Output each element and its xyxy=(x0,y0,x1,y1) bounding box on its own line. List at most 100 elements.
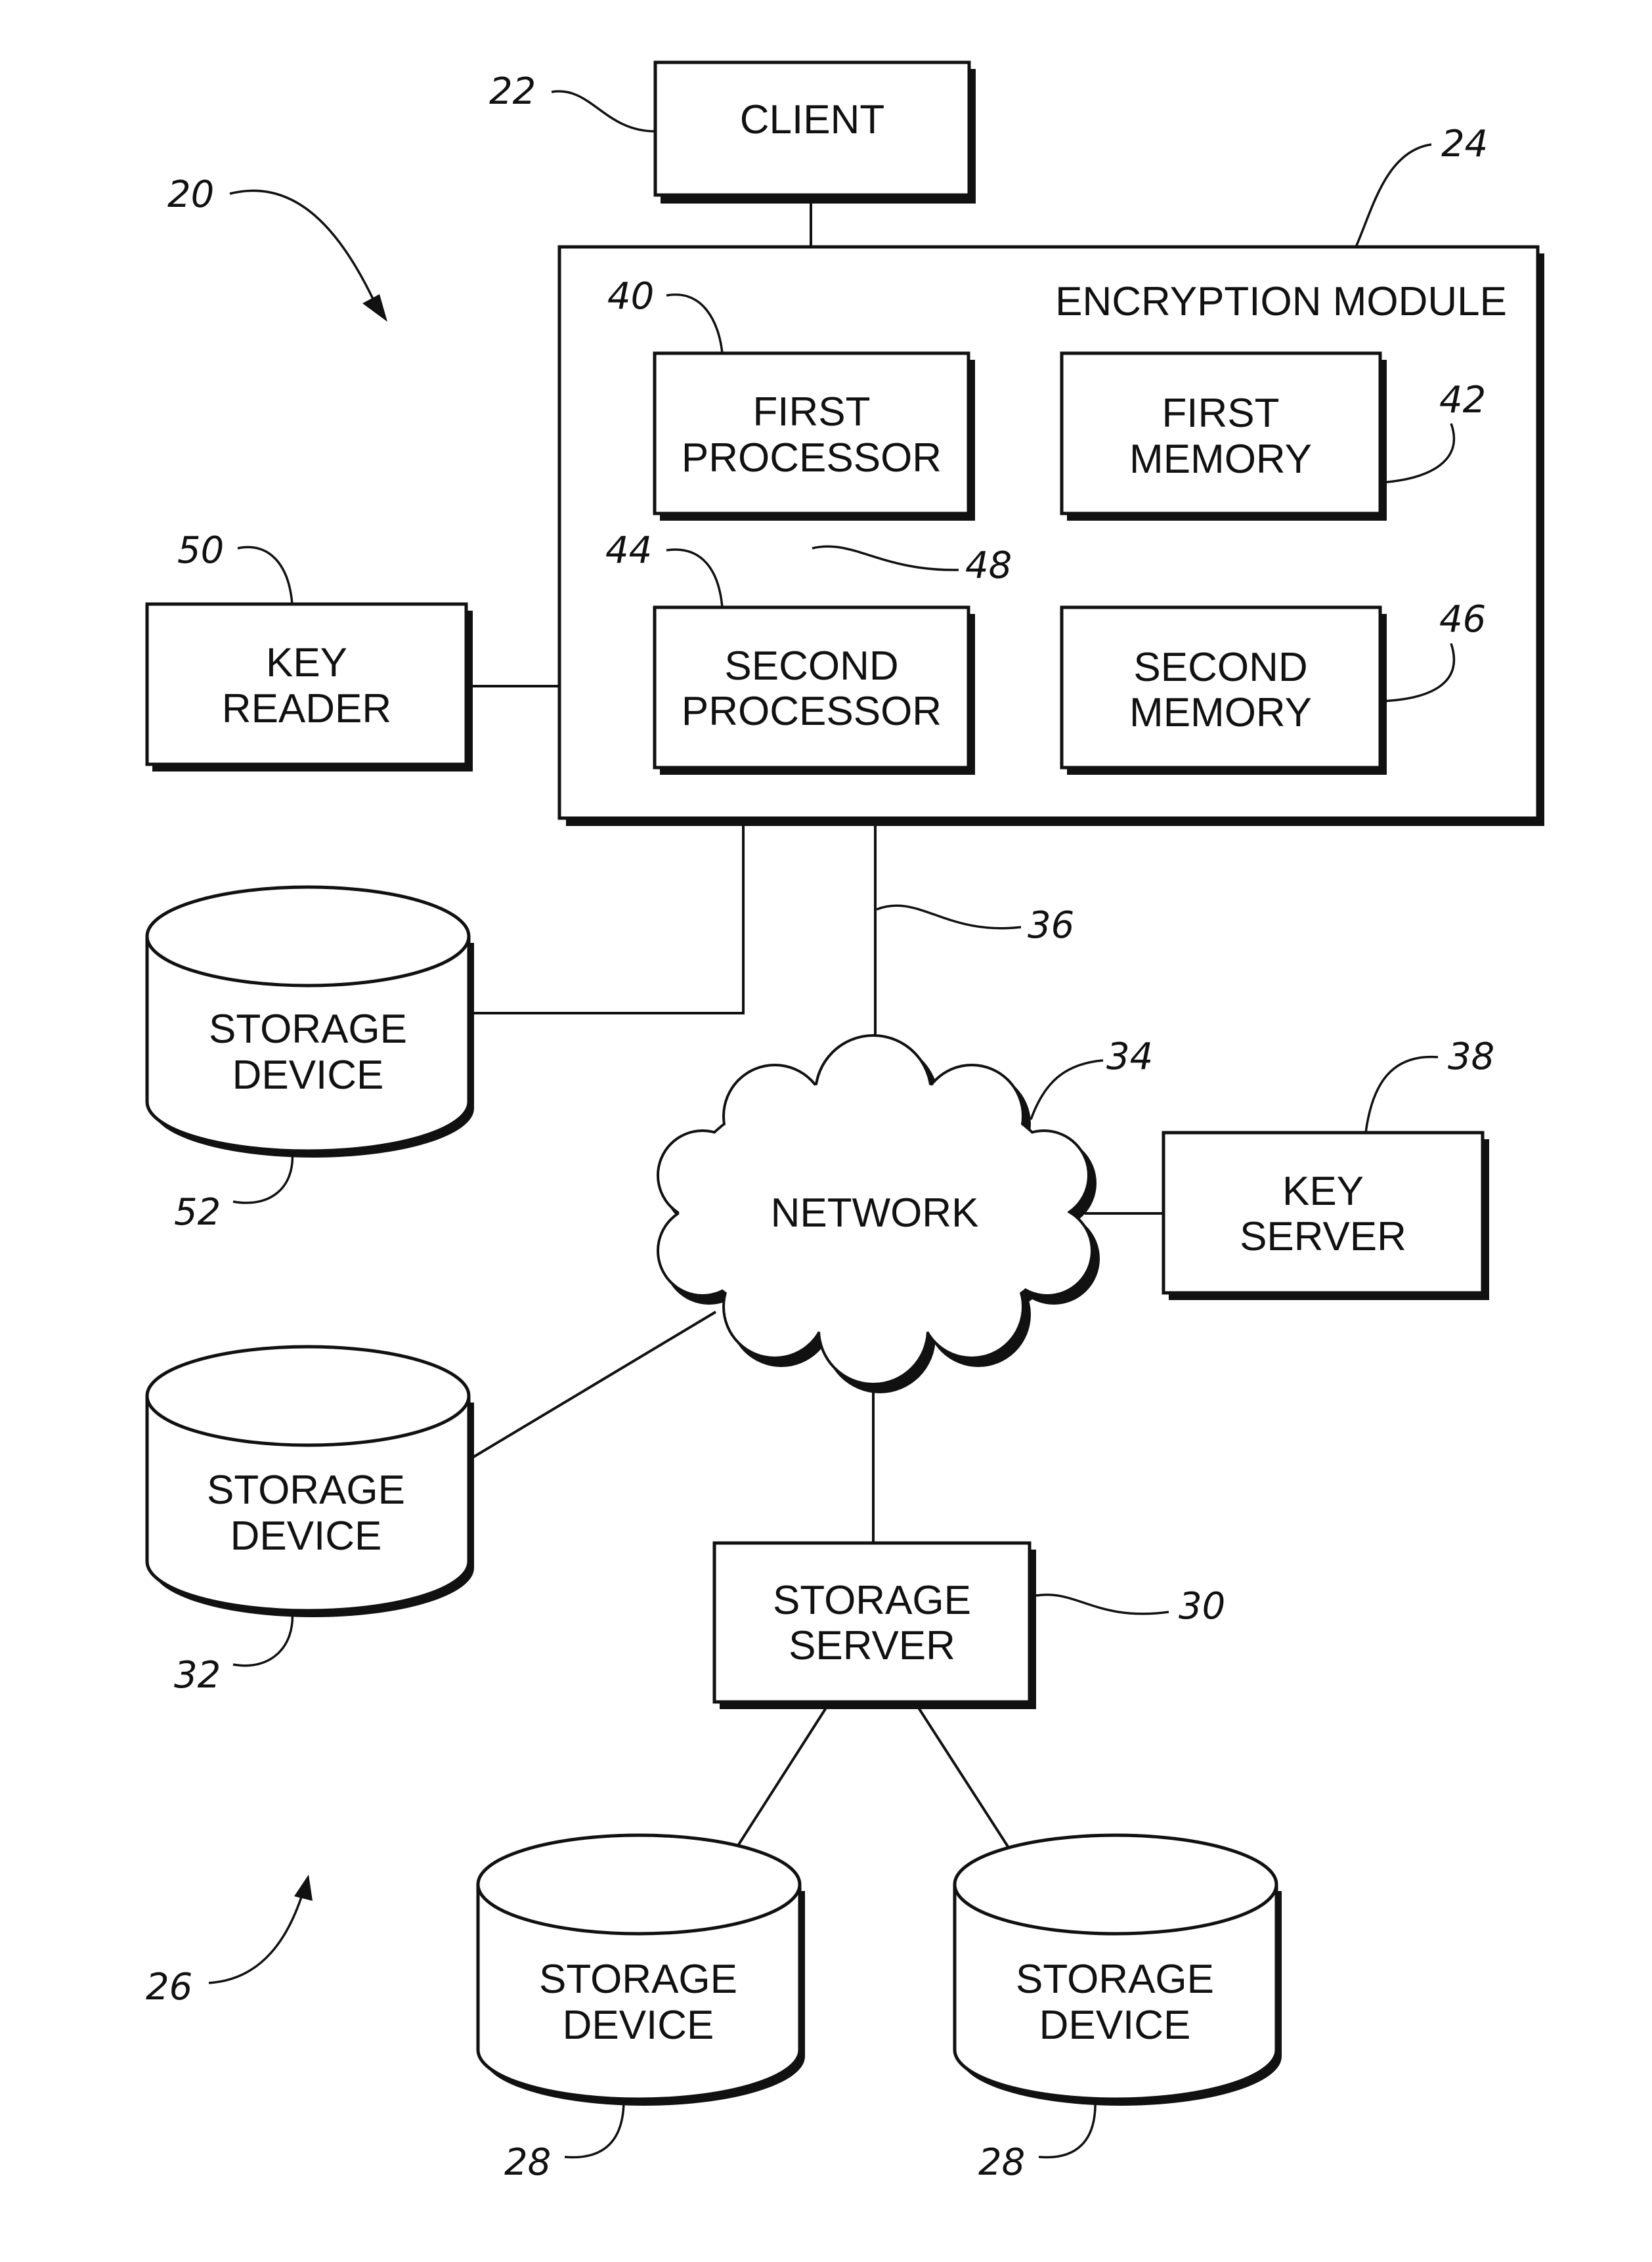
storage-server-label-line1: STORAGE xyxy=(773,1578,971,1623)
ref-36: 36 xyxy=(1028,904,1074,947)
storage-server-box: STORAGE SERVER xyxy=(712,1541,1036,1709)
storage-device-32-cylinder: STORAGE DEVICE xyxy=(145,1345,474,1617)
storage-device-32-label-line2: DEVICE xyxy=(230,1513,382,1559)
ref-42: 42 xyxy=(1439,379,1486,422)
ref-38-leader xyxy=(1364,1055,1439,1133)
key-reader-label-line1: KEY xyxy=(266,640,347,685)
storage-device-52-label-line1: STORAGE xyxy=(209,1007,407,1052)
key-server-label-line2: SERVER xyxy=(1240,1214,1406,1259)
storage-server-to-storage-device-28a-line xyxy=(733,1703,830,1853)
client-box: CLIENT xyxy=(653,60,976,204)
storage-server-label-line2: SERVER xyxy=(789,1623,955,1668)
second-processor-to-storage-device-52-line xyxy=(469,767,745,1014)
ref-26-arrow-line xyxy=(208,1890,305,1984)
ref-20-arrow-head xyxy=(362,294,387,322)
ref-34: 34 xyxy=(1106,1035,1153,1078)
first-memory-label-line2: MEMORY xyxy=(1129,437,1312,482)
ref-32-leader xyxy=(232,1609,294,1667)
ref-40: 40 xyxy=(607,275,654,318)
ref-26: 26 xyxy=(146,1966,192,2009)
key-server-label-line1: KEY xyxy=(1282,1169,1364,1214)
ref-30: 30 xyxy=(1179,1585,1225,1628)
ref-24: 24 xyxy=(1441,123,1488,165)
second-processor-label-line1: SECOND xyxy=(724,643,898,689)
ref-52-leader xyxy=(232,1150,294,1204)
svg-text:READER: READER xyxy=(222,686,391,731)
svg-text:SECOND: SECOND xyxy=(724,643,898,689)
storage-device-52-label-line2: DEVICE xyxy=(232,1053,384,1098)
storage-device-28a-cylinder: STORAGE DEVICE xyxy=(476,1833,805,2106)
ref-40-leader xyxy=(666,293,724,354)
svg-text:STORAGE: STORAGE xyxy=(773,1578,971,1623)
second-processor-label-line2: PROCESSOR xyxy=(682,689,942,734)
storage-device-28b-label-line1: STORAGE xyxy=(1016,1957,1214,2002)
ref-52: 52 xyxy=(174,1191,221,1234)
svg-text:FIRST: FIRST xyxy=(752,389,870,435)
svg-text:SECOND: SECOND xyxy=(1133,645,1307,690)
first-memory-box: FIRST MEMORY xyxy=(1060,351,1387,521)
ref-30-leader xyxy=(1035,1594,1169,1615)
key-server-box: KEY SERVER xyxy=(1162,1131,1489,1300)
ref-38: 38 xyxy=(1448,1035,1494,1078)
svg-text:MEMORY: MEMORY xyxy=(1129,690,1312,735)
ref-32: 32 xyxy=(174,1654,221,1697)
ref-20: 20 xyxy=(167,173,214,216)
ref-46: 46 xyxy=(1439,598,1486,641)
svg-text:STORAGE: STORAGE xyxy=(1016,1957,1214,2002)
svg-text:DEVICE: DEVICE xyxy=(1039,2003,1191,2048)
ref-50: 50 xyxy=(177,529,224,572)
ref-28b-leader xyxy=(1038,2099,1097,2159)
ref-48: 48 xyxy=(965,544,1012,587)
network-to-storage-device-32-line xyxy=(469,1311,717,1460)
storage-device-28b-label-line2: DEVICE xyxy=(1039,2003,1191,2048)
svg-text:STORAGE: STORAGE xyxy=(539,1957,737,2002)
storage-device-28a-label-line2: DEVICE xyxy=(563,2003,714,2048)
second-memory-label-line2: MEMORY xyxy=(1129,690,1312,735)
storage-device-52-cylinder: STORAGE DEVICE xyxy=(145,885,474,1158)
second-memory-box: SECOND MEMORY xyxy=(1060,605,1387,775)
svg-text:PROCESSOR: PROCESSOR xyxy=(682,689,942,734)
svg-text:MEMORY: MEMORY xyxy=(1129,437,1312,482)
first-processor-label-line1: FIRST xyxy=(752,389,870,435)
second-memory-label-line1: SECOND xyxy=(1133,645,1307,690)
svg-text:DEVICE: DEVICE xyxy=(230,1513,382,1559)
svg-text:FIRST: FIRST xyxy=(1162,391,1279,436)
storage-device-32-label-line1: STORAGE xyxy=(207,1468,405,1513)
second-processor-box: SECOND PROCESSOR xyxy=(653,605,975,775)
svg-text:KEY: KEY xyxy=(266,640,347,685)
network-label: NETWORK xyxy=(771,1190,979,1236)
key-reader-label-line2: READER xyxy=(222,686,391,731)
ref-22: 22 xyxy=(489,70,536,113)
network-cloud: NETWORK xyxy=(657,1034,1100,1393)
ref-44-leader xyxy=(666,548,724,608)
ref-26-arrow-head xyxy=(294,1875,313,1901)
encryption-module-label: ENCRYPTION MODULE xyxy=(1055,279,1507,324)
ref-28b: 28 xyxy=(978,2141,1025,2184)
ref-44: 44 xyxy=(605,529,652,572)
ref-22-leader xyxy=(551,90,656,133)
client-label: CLIENT xyxy=(740,97,884,142)
svg-text:KEY: KEY xyxy=(1282,1169,1364,1214)
svg-text:SERVER: SERVER xyxy=(1240,1214,1406,1259)
storage-device-28b-cylinder: STORAGE DEVICE xyxy=(953,1833,1282,2106)
ref-50-leader xyxy=(237,546,293,605)
ref-42-leader xyxy=(1380,423,1456,484)
ref-28a: 28 xyxy=(504,2141,551,2184)
ref-28a-leader xyxy=(564,2099,625,2159)
ref-24-leader xyxy=(1355,143,1432,248)
svg-text:PROCESSOR: PROCESSOR xyxy=(682,435,942,481)
svg-text:STORAGE: STORAGE xyxy=(209,1007,407,1052)
first-processor-box: FIRST PROCESSOR xyxy=(653,351,975,521)
svg-text:DEVICE: DEVICE xyxy=(232,1053,384,1098)
reference-callouts: 20 22 24 40 42 44 48 46 50 36 34 xyxy=(146,70,1494,2184)
first-processor-label-line2: PROCESSOR xyxy=(682,435,942,481)
storage-device-28a-label-line1: STORAGE xyxy=(539,1957,737,2002)
key-reader-box: KEY READER xyxy=(145,602,473,772)
ref-20-arrow-line xyxy=(229,189,379,309)
svg-text:DEVICE: DEVICE xyxy=(563,2003,714,2048)
storage-server-to-storage-device-28b-line xyxy=(915,1703,1012,1853)
svg-text:SERVER: SERVER xyxy=(789,1623,955,1668)
first-memory-label-line1: FIRST xyxy=(1162,391,1279,436)
ref-46-leader xyxy=(1380,643,1456,703)
